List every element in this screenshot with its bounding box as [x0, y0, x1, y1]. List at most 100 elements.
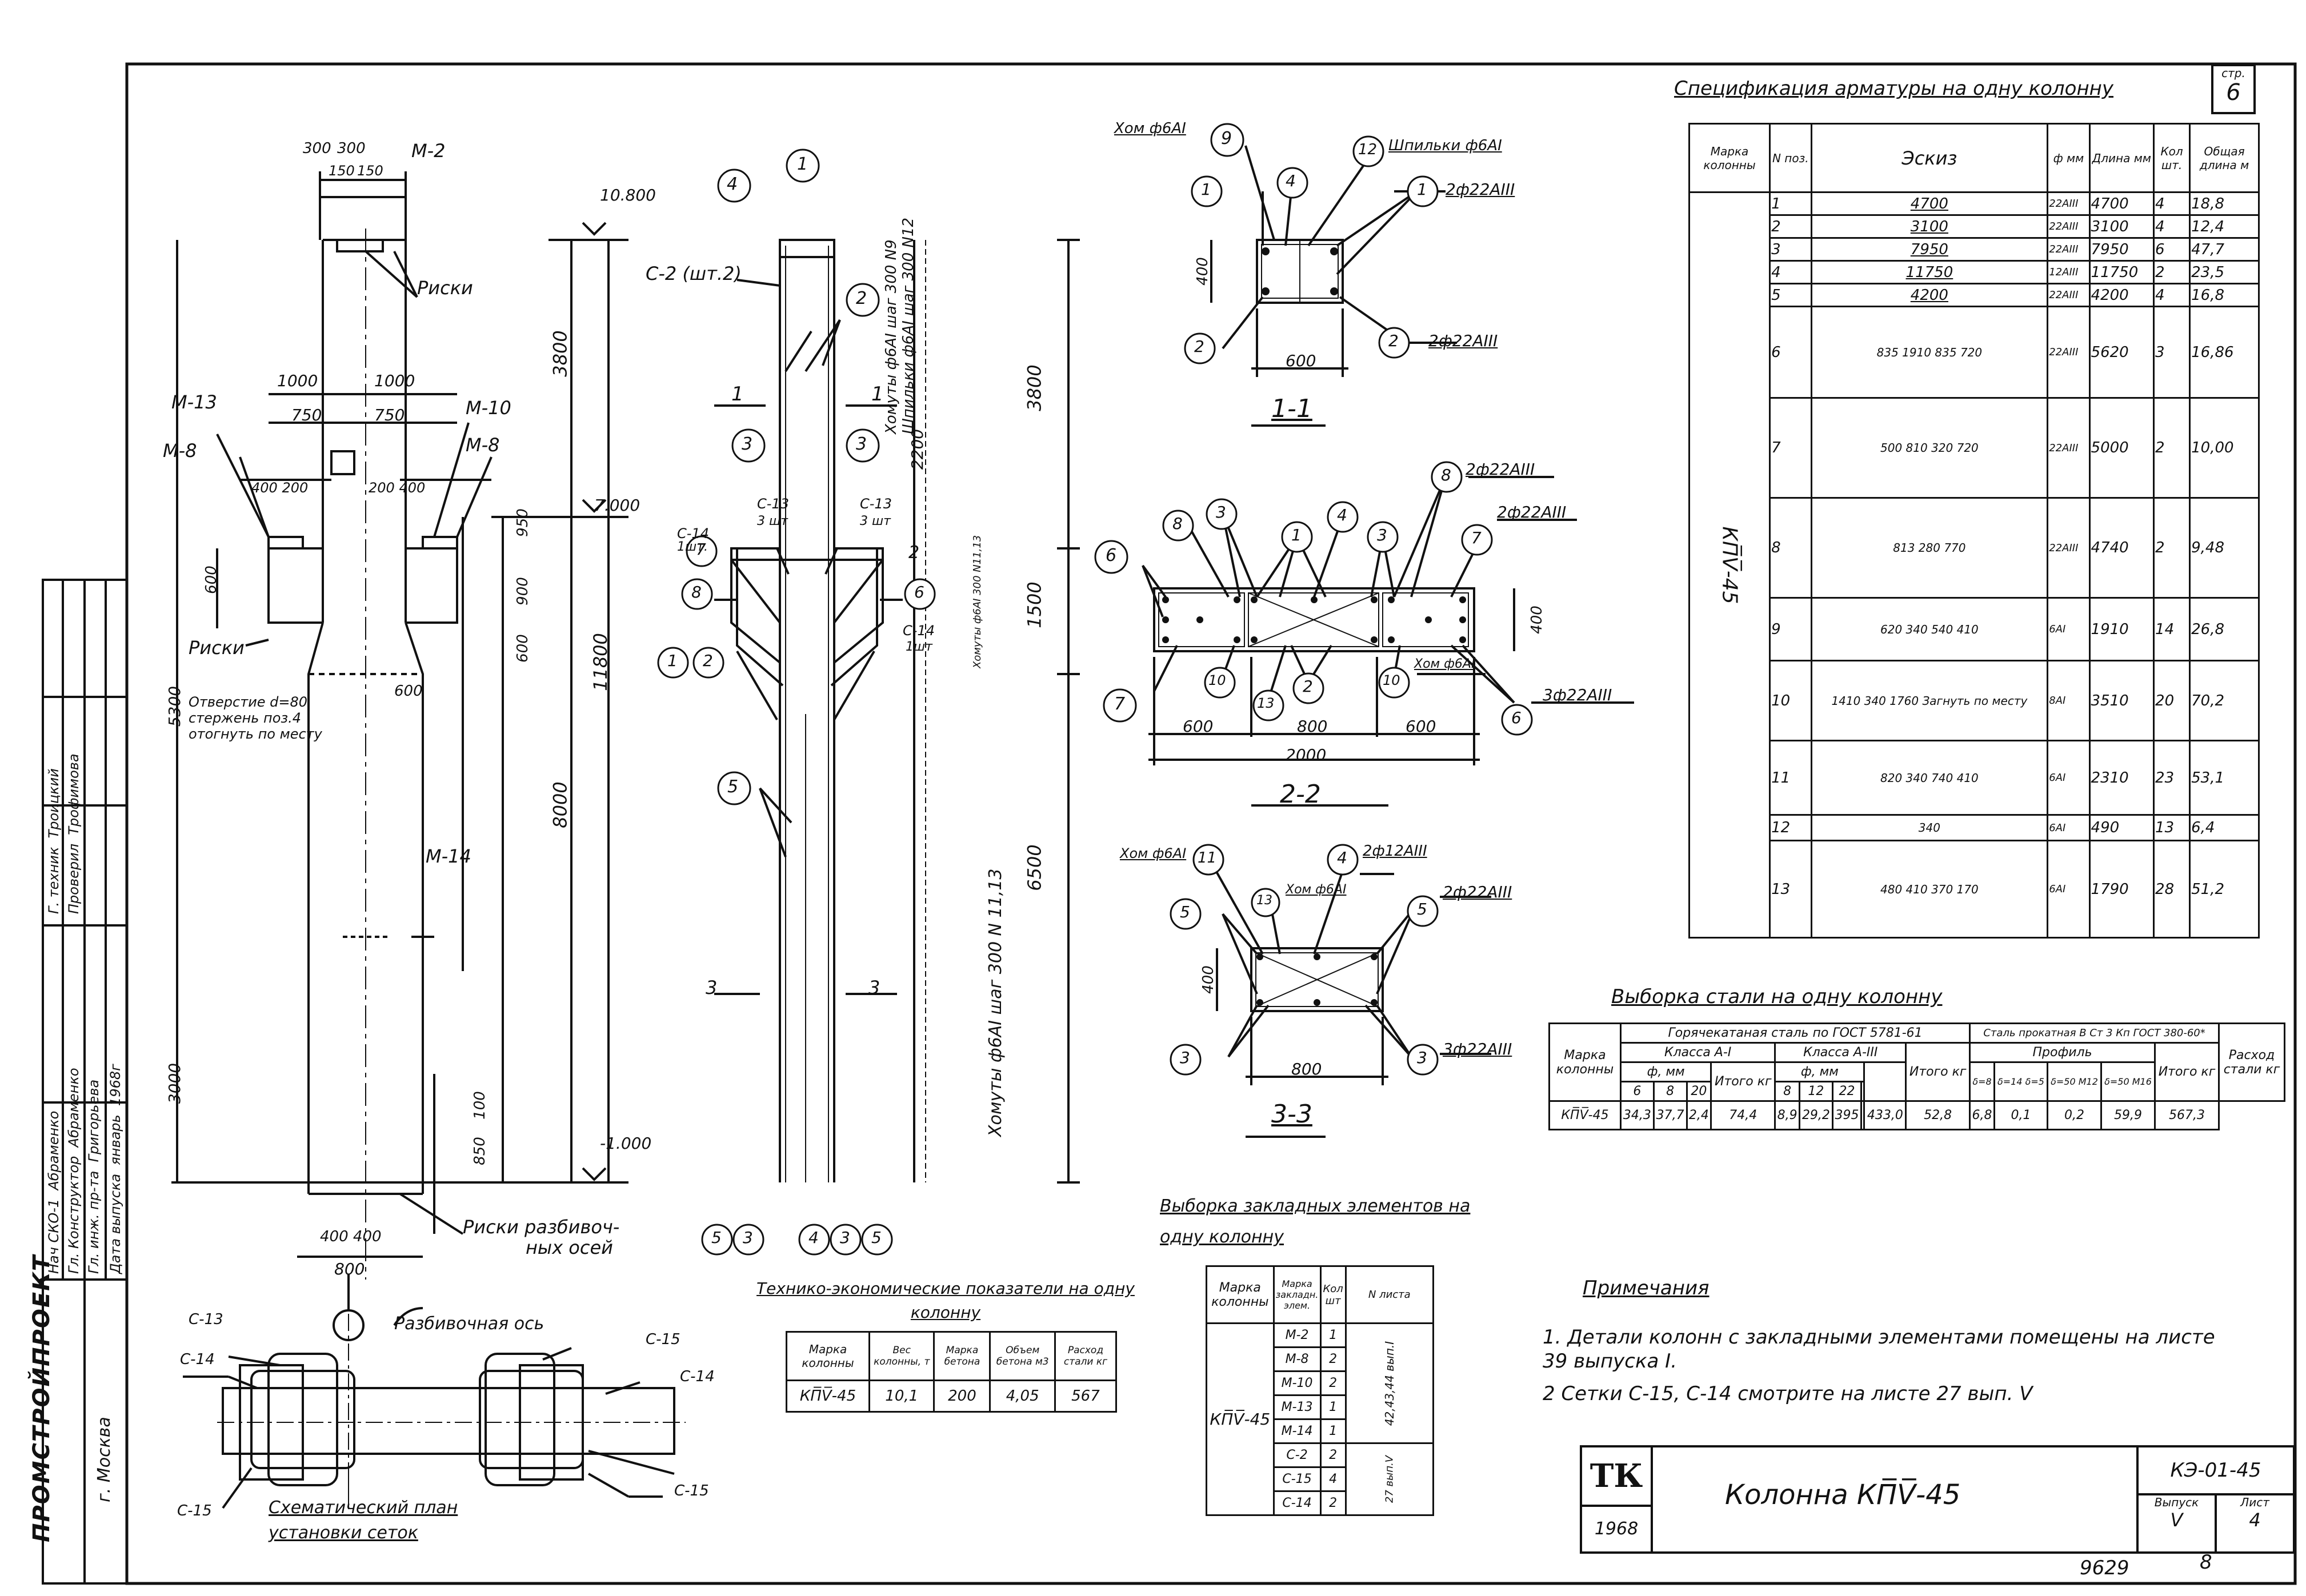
steel-h1: Горячекатаная сталь по ГОСТ 5781-61: [1619, 1022, 1971, 1044]
spec-table: Марка колонны N поз. Эскиз ф мм Длина мм…: [1688, 123, 2260, 939]
spec-qty-2: 4: [2153, 214, 2191, 239]
s33-label-22b: 3ф22AIII: [1443, 1040, 1512, 1058]
label-m8-left: М-8: [163, 440, 197, 462]
s22-mark-8a: 8: [1172, 514, 1183, 533]
spec-pos-1: 1: [1769, 191, 1812, 216]
tech-concrete: 200: [933, 1380, 991, 1413]
spec-d-5: 22AIII: [2047, 283, 2091, 307]
emb-mark: КП̅V̅-45: [1206, 1322, 1275, 1516]
label-c2: С-2 (шт.2): [646, 263, 742, 284]
spec-len-1: 4700: [2088, 191, 2155, 216]
rv-mark-6: 6: [914, 583, 924, 601]
s22-dim-600a: 600: [1183, 717, 1214, 736]
elev-dim-1000b: 1000: [374, 371, 415, 390]
spec-qty-4: 2: [2153, 260, 2191, 284]
emb-elem-6: С-2: [1272, 1442, 1322, 1468]
label-m13: М-13: [171, 391, 217, 413]
steel-v1: 34,3: [1620, 1100, 1655, 1130]
vypusk-list-row: Выпуск V Лист 4: [2139, 1495, 2293, 1551]
spec-total-1: 18,8: [2189, 191, 2260, 216]
spec-qty-9: 14: [2153, 597, 2191, 661]
emb-qty-6: 2: [1319, 1442, 1347, 1468]
spec-h-pos: N поз.: [1769, 123, 1812, 193]
label-risk-axes-1: Риски разбивоч-: [463, 1216, 620, 1238]
spec-pos-4: 4: [1769, 260, 1812, 284]
spec-d-12: 6AI: [2047, 814, 2091, 841]
spec-h-sketch: Эскиз: [1810, 123, 2049, 193]
spec-h-len: Длина мм: [2088, 123, 2155, 193]
steel-d2-22: 22: [1831, 1081, 1863, 1102]
rv-mark-2: 2: [856, 288, 867, 308]
spec-d-9: 6AI: [2047, 597, 2091, 661]
spec-sketch-6: 835 1910 835 720: [1810, 306, 2049, 399]
s22-label-b: 2ф22AIII: [1497, 503, 1567, 522]
spec-qty-11: 23: [2153, 740, 2191, 816]
page-number-box: стр. 6: [2211, 64, 2256, 114]
spec-pos-5: 5: [1769, 283, 1812, 307]
steel-h2: Сталь прокатная В Ст 3 Кп ГОСТ 380-60*: [1969, 1022, 2220, 1044]
label-c14-right: С-14: [903, 623, 935, 639]
s33-mark-11: 11: [1198, 849, 1217, 867]
steel-v7: 395: [1831, 1100, 1863, 1130]
s22-mark-3b: 3: [1377, 526, 1387, 544]
spec-len-7: 5000: [2088, 397, 2155, 499]
s22-mark-8b: 8: [1441, 466, 1451, 484]
spec-sketch-9: 620 340 540 410: [1810, 597, 2049, 661]
s33-label-hom2: Хом ф6AI: [1286, 883, 1347, 897]
spec-d-8: 22AIII: [2047, 497, 2091, 599]
s33-dim-800: 800: [1291, 1060, 1322, 1078]
steel-row-mark: КП̅V̅-45: [1548, 1100, 1622, 1130]
steel-v12: 0,2: [2047, 1100, 2102, 1130]
spec-sketch-2: 3100: [1810, 214, 2049, 239]
steel-phi-1: ф, мм: [1619, 1061, 1712, 1082]
spec-pos-13: 13: [1769, 840, 1812, 939]
steel-v13: 59,9: [2100, 1100, 2156, 1130]
emb-elem-1: М-2: [1272, 1322, 1322, 1348]
steel-v11: 0,1: [1993, 1100, 2049, 1130]
spec-d-11: 6AI: [2047, 740, 2091, 816]
elev-dim-150b: 150: [357, 163, 383, 179]
spec-len-3: 7950: [2088, 237, 2155, 262]
tech-h-steel: Расход стали кг: [1054, 1331, 1118, 1381]
elev-dim-150a: 150: [329, 163, 355, 179]
emb-elem-4: М-13: [1272, 1394, 1322, 1420]
code-box: КЭ-01-45 Выпуск V Лист 4: [2136, 1447, 2293, 1551]
spec-qty-1: 4: [2153, 191, 2191, 216]
s22-mark-6b: 6: [1511, 708, 1522, 727]
label-c13-right-qty: 3 шт: [860, 514, 891, 528]
spec-pos-9: 9: [1769, 597, 1812, 661]
sheet-code: КЭ-01-45: [2139, 1447, 2293, 1495]
emb-sheet-2: 27 вып.V: [1344, 1442, 1435, 1516]
s33-mark-13: 13: [1256, 893, 1272, 908]
spec-d-13: 6AI: [2047, 840, 2091, 939]
tech-mark: КП̅V̅-45: [786, 1380, 870, 1413]
spec-mark-cell: КП̅V̅-45: [1688, 191, 1771, 939]
elev-dim-1000a: 1000: [277, 371, 318, 390]
spec-len-6: 5620: [2088, 306, 2155, 399]
spec-qty-6: 3: [2153, 306, 2191, 399]
tech-weight: 10,1: [868, 1380, 935, 1413]
s11-mark-9: 9: [1221, 129, 1232, 149]
spec-title: Спецификация арматуры на одну колонну: [1674, 77, 2114, 100]
emb-table: Марка колонны Марка закладн. элем. Кол ш…: [1206, 1265, 1435, 1516]
spec-d-7: 22AIII: [2047, 397, 2091, 499]
sheet-title: Колонна КП̅V̅-45: [1725, 1479, 1961, 1511]
tk-logo: ТК: [1582, 1447, 1651, 1507]
note-2: 2 Сетки С-15, С-14 смотрите на листе 27 …: [1543, 1382, 2033, 1405]
spec-qty-8: 2: [2153, 497, 2191, 599]
label-m14: М-14: [426, 845, 471, 867]
note-1: 1. Детали колонн с закладными элементами…: [1543, 1326, 2215, 1373]
plan-c15-left: С-15: [177, 1502, 212, 1519]
elev-dim-400-400: 400 400: [320, 1228, 382, 1245]
spec-qty-3: 6: [2153, 237, 2191, 262]
spec-sketch-7: 500 810 320 720: [1810, 397, 2049, 499]
s22-mark-7a: 7: [1471, 528, 1482, 547]
list-value: 4: [2249, 1509, 2261, 1531]
s33-label-22a: 2ф22AIII: [1443, 883, 1512, 901]
vypusk-label: Выпуск: [2154, 1495, 2199, 1509]
rv-mark-4: 4: [727, 174, 738, 194]
emb-elem-8: С-14: [1272, 1490, 1322, 1516]
sheet-year: 1968: [1594, 1519, 1639, 1539]
rv-mark-3c: 3: [743, 1228, 753, 1247]
